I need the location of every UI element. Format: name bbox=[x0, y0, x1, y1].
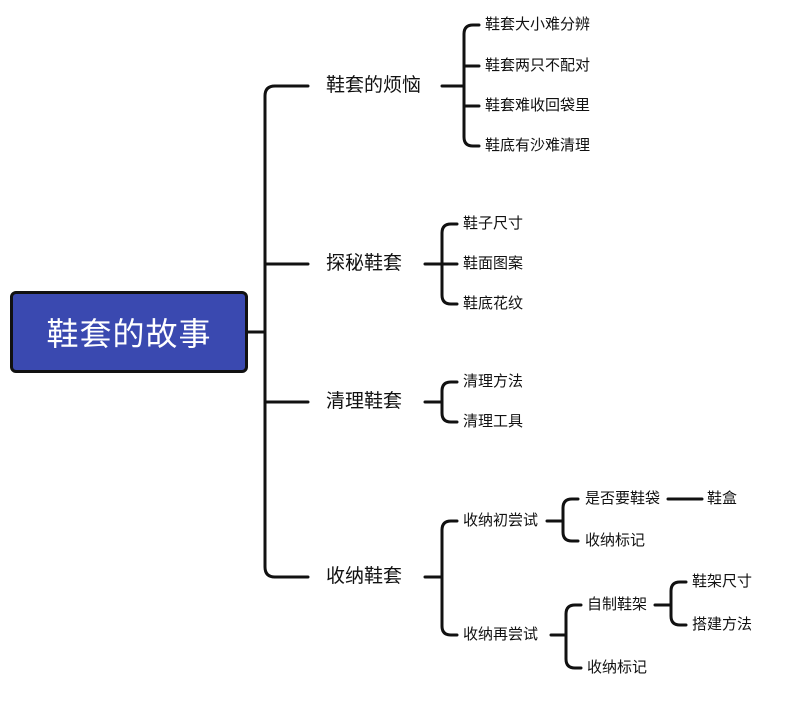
branch-explore[interactable]: 探秘鞋套 bbox=[326, 252, 403, 274]
leaf-sand-cleaning[interactable]: 鞋底有沙难清理 bbox=[485, 136, 591, 154]
spine-try2 bbox=[564, 603, 583, 670]
spine-b2 bbox=[440, 222, 459, 306]
node-need-bag[interactable]: 是否要鞋袋 bbox=[585, 489, 661, 507]
spine-rack bbox=[669, 580, 688, 627]
spine-main bbox=[263, 84, 277, 579]
root-node-label: 鞋套的故事 bbox=[46, 315, 212, 353]
leaf-size-hard[interactable]: 鞋套大小难分辨 bbox=[485, 15, 591, 33]
leaf-storage-mark-2[interactable]: 收纳标记 bbox=[587, 658, 648, 676]
leaf-storage-mark-1[interactable]: 收纳标记 bbox=[585, 531, 646, 549]
leaf-rack-size[interactable]: 鞋架尺寸 bbox=[692, 572, 753, 590]
leaf-clean-tools[interactable]: 清理工具 bbox=[463, 412, 524, 430]
node-second-try[interactable]: 收纳再尝试 bbox=[463, 625, 539, 643]
leaf-build-method[interactable]: 搭建方法 bbox=[692, 615, 753, 633]
leaf-upper-pattern[interactable]: 鞋面图案 bbox=[463, 254, 524, 272]
spine-b4 bbox=[440, 519, 459, 637]
branch-worries[interactable]: 鞋套的烦恼 bbox=[326, 74, 422, 96]
node-diy-rack[interactable]: 自制鞋架 bbox=[587, 595, 648, 613]
spine-b3 bbox=[440, 380, 459, 424]
branch-storage[interactable]: 收纳鞋套 bbox=[326, 565, 403, 587]
leaf-shoe-size[interactable]: 鞋子尺寸 bbox=[463, 214, 524, 232]
leaf-sole-texture[interactable]: 鞋底花纹 bbox=[463, 294, 524, 312]
leaf-shoebox[interactable]: 鞋盒 bbox=[707, 489, 738, 507]
leaf-hard-to-bag[interactable]: 鞋套难收回袋里 bbox=[485, 96, 591, 114]
root-node[interactable]: 鞋套的故事 bbox=[10, 291, 248, 373]
spine-try1 bbox=[561, 497, 580, 543]
leaf-clean-method[interactable]: 清理方法 bbox=[463, 372, 524, 390]
leaf-pair-mismatch[interactable]: 鞋套两只不配对 bbox=[485, 56, 591, 74]
spine-b1 bbox=[462, 23, 481, 148]
node-first-try[interactable]: 收纳初尝试 bbox=[463, 511, 539, 529]
branch-clean[interactable]: 清理鞋套 bbox=[326, 390, 403, 412]
